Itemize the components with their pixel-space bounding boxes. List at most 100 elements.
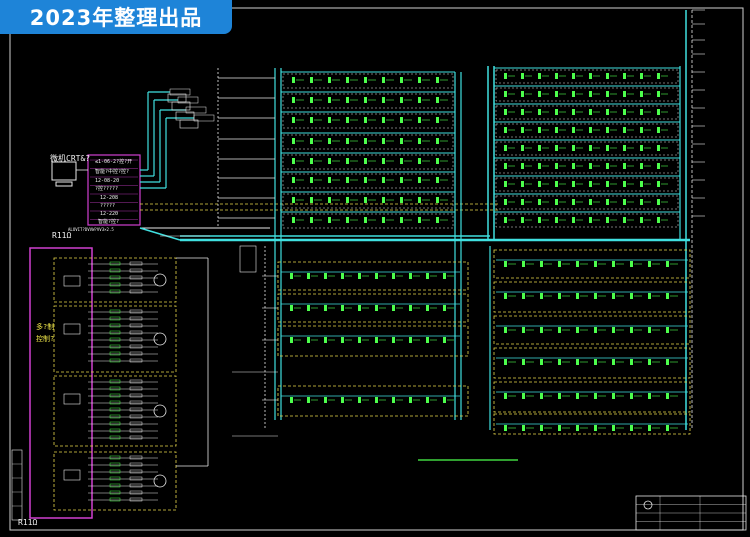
module-tag [129, 428, 143, 433]
device-symbol [576, 261, 579, 267]
device-symbol [555, 163, 558, 169]
device-symbol [540, 425, 543, 431]
monitor-text-3: 12-08-20 [95, 178, 120, 184]
device-symbol [589, 217, 592, 223]
symbol-box [239, 245, 257, 273]
module-tag [109, 476, 121, 481]
device-symbol [666, 293, 669, 299]
device-symbol [606, 145, 609, 151]
device-symbol [409, 397, 412, 403]
device-symbol [521, 163, 524, 169]
module-tag [109, 455, 121, 460]
device-symbol [504, 261, 507, 267]
device-symbol [364, 77, 367, 83]
device-symbol [640, 163, 643, 169]
module-icon [63, 469, 81, 481]
device-symbol [555, 199, 558, 205]
crt-label: 微机CRT&? [50, 154, 91, 163]
device-symbol [558, 425, 561, 431]
device-symbol [640, 145, 643, 151]
feeder-frame [495, 159, 679, 174]
device-symbol [555, 181, 558, 187]
device-symbol [392, 305, 395, 311]
monitor-text-2: 智能?中控?控? [95, 169, 130, 175]
module-tag [109, 289, 121, 294]
module-tag [109, 483, 121, 488]
device-symbol [418, 77, 421, 83]
device-symbol [522, 359, 525, 365]
device-symbol [504, 109, 507, 115]
device-symbol [307, 397, 310, 403]
module-tag [129, 261, 143, 266]
feeder-frame [495, 87, 679, 102]
device-symbol [594, 393, 597, 399]
device-symbol [657, 181, 660, 187]
device-symbol [657, 145, 660, 151]
module-tag [109, 337, 121, 342]
device-symbol [292, 158, 295, 164]
device-symbol [558, 293, 561, 299]
junction-box [171, 101, 191, 111]
device-symbol [292, 97, 295, 103]
device-symbol [328, 77, 331, 83]
device-symbol [504, 327, 507, 333]
side-label-a: 多?制 [36, 323, 55, 331]
module-frame [53, 305, 177, 373]
company-logo-icon [643, 500, 653, 510]
device-symbol [426, 337, 429, 343]
device-symbol [666, 327, 669, 333]
device-symbol [307, 273, 310, 279]
device-symbol [400, 158, 403, 164]
hand-sensor-icon [153, 273, 167, 287]
device-symbol [623, 109, 626, 115]
device-symbol [630, 327, 633, 333]
module-tag [109, 351, 121, 356]
device-symbol [540, 327, 543, 333]
device-symbol [418, 158, 421, 164]
feeder-frame [495, 69, 679, 84]
device-symbol [418, 117, 421, 123]
device-symbol [346, 97, 349, 103]
device-symbol [612, 293, 615, 299]
device-symbol [572, 145, 575, 151]
device-symbol [576, 393, 579, 399]
device-symbol [522, 425, 525, 431]
module-tag [129, 435, 143, 440]
device-symbol [400, 177, 403, 183]
device-symbol [358, 305, 361, 311]
module-tag [129, 316, 143, 321]
device-symbol [504, 217, 507, 223]
module-tag [109, 393, 121, 398]
device-symbol [538, 127, 541, 133]
module-tag [129, 289, 143, 294]
monitor-text-8: 智能?控? [98, 219, 120, 225]
module-tag [109, 414, 121, 419]
device-symbol [382, 138, 385, 144]
device-symbol [558, 359, 561, 365]
device-symbol [436, 117, 439, 123]
device-symbol [310, 117, 313, 123]
device-symbol [555, 127, 558, 133]
module-tag [129, 455, 143, 460]
device-symbol [612, 359, 615, 365]
device-symbol [555, 109, 558, 115]
watermark-banner: 2023年整理出品 [0, 0, 232, 34]
device-symbol [648, 425, 651, 431]
monitor-text-4: ?控????? [95, 186, 119, 192]
module-tag [129, 393, 143, 398]
device-symbol [606, 217, 609, 223]
device-symbol [623, 163, 626, 169]
module-tag [129, 337, 143, 342]
device-symbol [292, 138, 295, 144]
device-symbol [504, 127, 507, 133]
device-symbol [522, 393, 525, 399]
module-tag [109, 261, 121, 266]
module-tag [109, 386, 121, 391]
device-symbol [364, 138, 367, 144]
device-symbol [364, 217, 367, 223]
device-symbol [346, 177, 349, 183]
r11-label-bottom: R11Ω [18, 518, 38, 527]
module-tag [109, 330, 121, 335]
module-tag [109, 490, 121, 495]
module-tag [129, 351, 143, 356]
